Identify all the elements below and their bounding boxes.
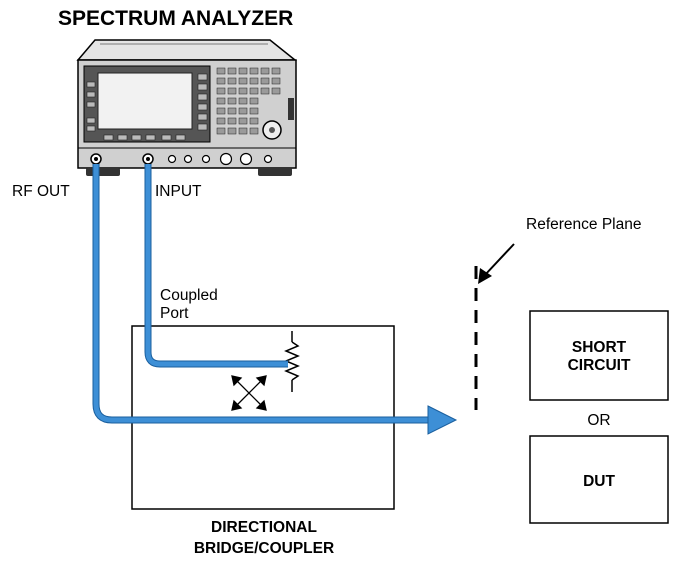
main-signal-cable <box>93 164 430 423</box>
reference-plane-label: Reference Plane <box>526 216 641 233</box>
input-label: INPUT <box>155 183 202 200</box>
rf-cable-paths <box>92 164 458 435</box>
signal-arrow-icon <box>427 405 458 435</box>
coupler-label-line2: BRIDGE/COUPLER <box>194 540 334 557</box>
coupler-label-line1: DIRECTIONAL <box>211 519 317 536</box>
spectrum-analyzer-instrument <box>76 39 298 176</box>
short-circuit-label-line1: SHORT <box>572 339 627 356</box>
coupled-port-label-line2: Port <box>160 305 189 322</box>
coupling-arrows-icon <box>231 375 267 411</box>
rf-out-label: RF OUT <box>12 183 70 200</box>
dut-box <box>529 435 669 524</box>
reference-plane-pointer-icon <box>478 268 492 284</box>
dut-label: DUT <box>583 473 615 490</box>
analyzer-screen <box>97 72 193 130</box>
diagram-title: SPECTRUM ANALYZER <box>58 7 293 30</box>
coupled-port-label-line1: Coupled <box>160 287 218 304</box>
or-label: OR <box>587 412 610 429</box>
short-circuit-label-line2: CIRCUIT <box>568 357 631 374</box>
coupled-signal-cable <box>145 164 288 367</box>
short-circuit-box <box>529 310 669 401</box>
